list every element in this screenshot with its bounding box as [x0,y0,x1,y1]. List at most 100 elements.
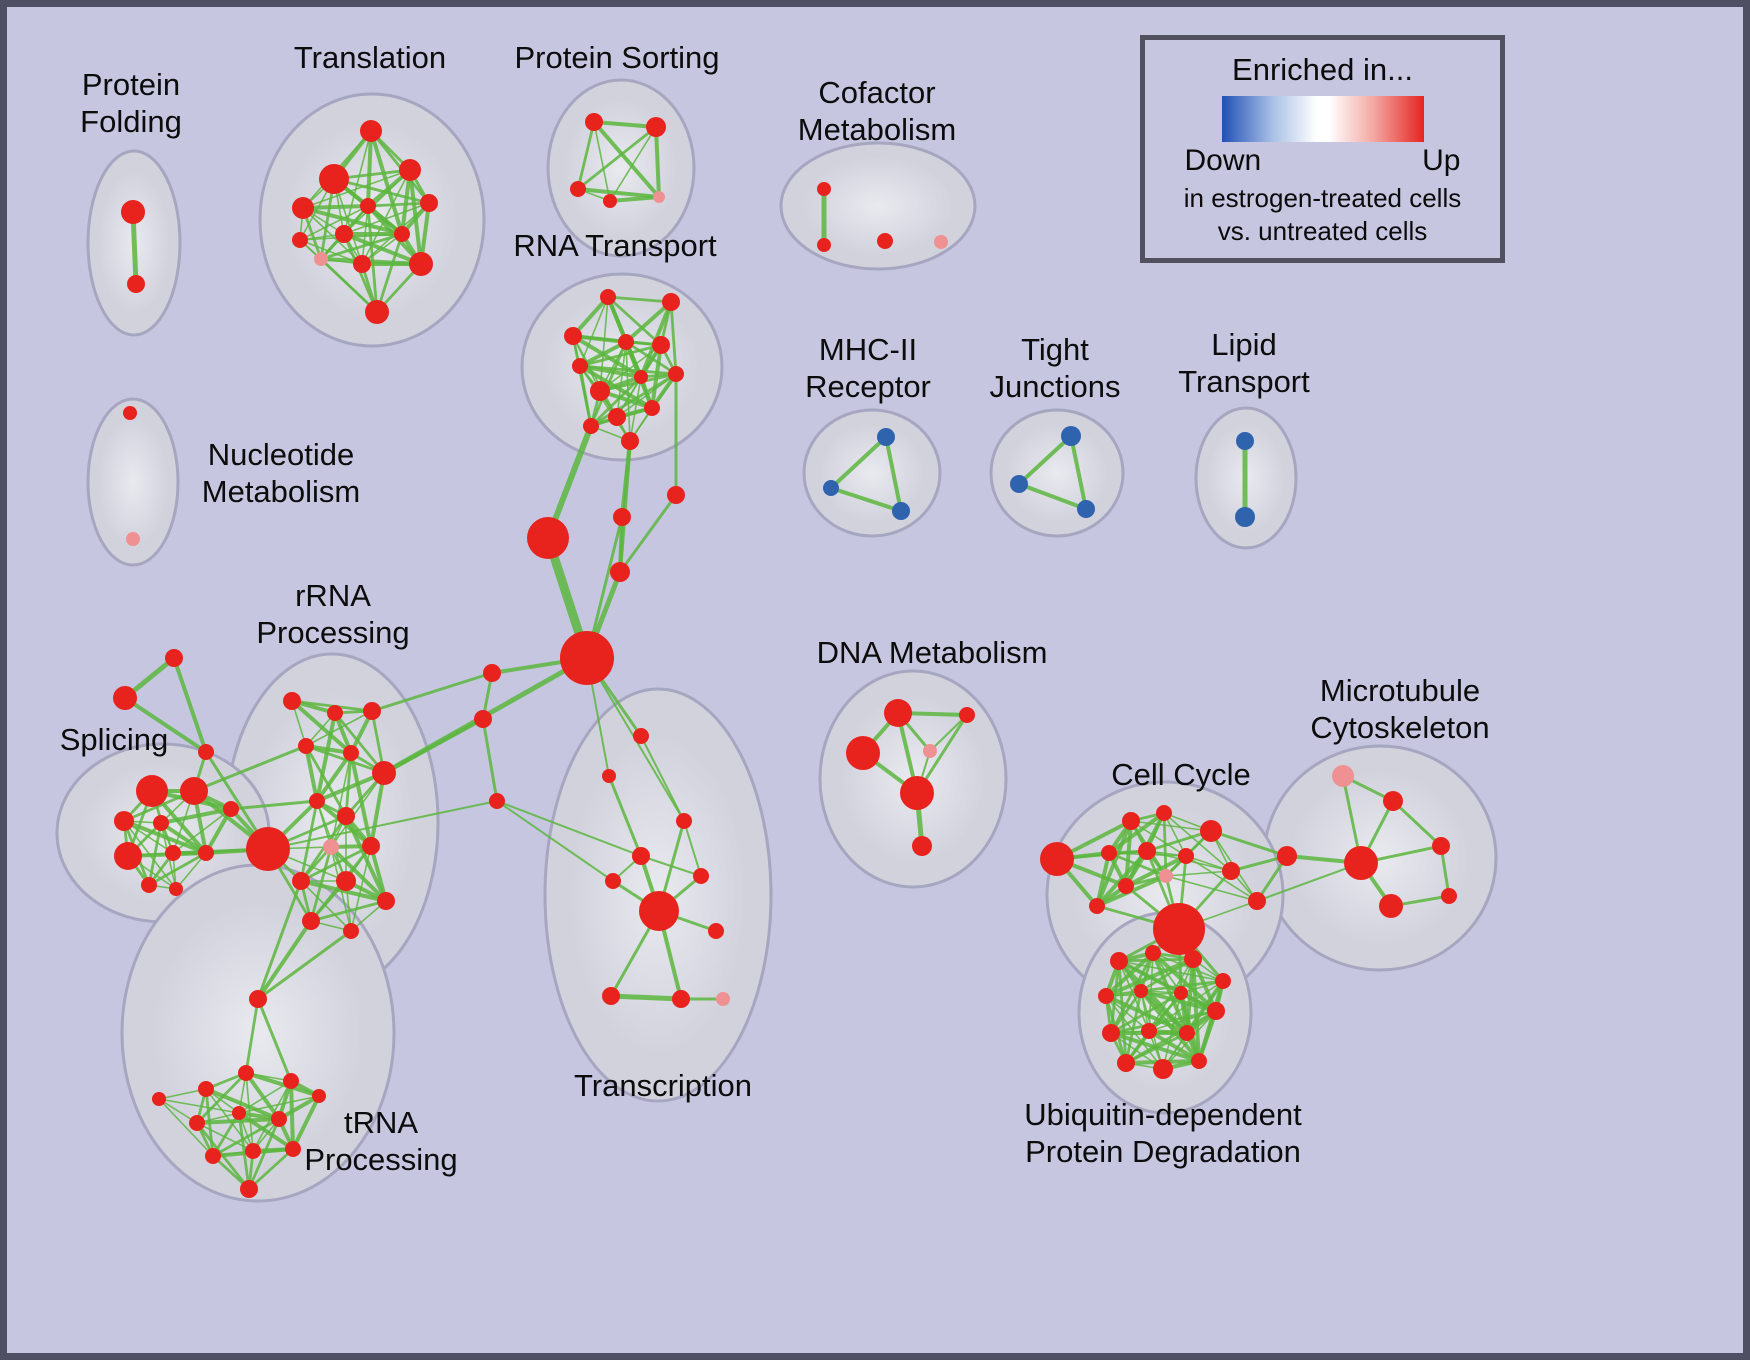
edge-tc3-tc7 [683,820,702,877]
node-rp11 [362,837,380,855]
node-t9 [314,252,328,266]
edge-u10-u14 [1147,1029,1201,1063]
node-t10 [353,255,371,273]
edge-tj1-tj3 [1069,434,1088,511]
edge-tr5-tr11 [291,1094,321,1151]
cluster-label-lipid-transport: Lipid [1211,327,1277,362]
node-u10 [1141,1023,1157,1039]
node-mc3 [1277,846,1297,866]
cluster-label-transcription: Transcription [574,1068,752,1103]
cluster-label-mhc2-receptor: MHC-II [819,332,917,367]
node-ps1 [585,113,603,131]
edge-ps1-ps3 [576,120,596,191]
edge-ps1-ps4 [593,121,611,202]
edge-tr9-tr13 [158,1098,214,1157]
edge-rp2-rp6 [333,711,386,775]
node-tc3 [676,813,692,829]
node-c4 [1200,820,1222,842]
node-s8 [198,845,214,861]
edge-rp10-rp14 [329,845,388,903]
node-rp12 [292,872,310,890]
edge-t6-t7 [343,202,430,235]
cluster-label-mhc2-receptor: Receptor [805,369,931,404]
edge-tr7-tr9 [211,1111,241,1158]
edge-tr1-rp16 [256,929,353,1001]
edge-c4-c6 [1145,829,1213,853]
legend-box: Enriched in... Down Up in estrogen-treat… [1140,35,1505,263]
edge-tj1-tj2 [1017,434,1073,486]
node-r11 [644,400,660,416]
edge-tr2-tr13 [158,1088,207,1100]
edge-tr2-tr8 [204,1087,281,1121]
node-s2 [180,777,208,805]
node-s6 [114,842,142,870]
cluster-ellipse-tight-junctions [989,408,1125,538]
edge-m1-m2 [829,435,888,490]
edge-rp6-rp11 [369,771,386,848]
node-rp9 [337,807,355,825]
edge-rp9-rp14 [344,814,388,903]
node-u2 [1145,945,1161,961]
node-mc1 [1332,765,1354,787]
cluster-label-rrna-processing: Processing [256,615,409,650]
node-mc7 [1441,888,1457,904]
node-u3 [1184,950,1202,968]
edge-u8-u10 [1148,1010,1217,1032]
node-cm3 [877,233,893,249]
edge-rp12-rp16 [300,880,352,932]
node-d6 [912,836,932,856]
node-tr2 [198,1081,214,1097]
node-tr6 [189,1115,205,1131]
edge-s5-s7 [172,808,232,854]
edge-s8-s9 [147,851,208,887]
node-s4 [153,815,169,831]
edge-t3-t10 [361,169,411,265]
node-tr5 [312,1089,326,1103]
node-r13 [621,432,639,450]
node-e8 [489,793,505,809]
node-cm1 [817,182,831,196]
edge-tr8-tr9 [211,1117,281,1158]
node-u5 [1098,988,1114,1004]
edge-tr7-tr12 [237,1111,251,1191]
node-d1 [884,699,912,727]
node-u6 [1134,984,1148,998]
node-r2 [600,289,616,305]
edge-tc9-tc10 [608,993,684,1002]
node-r12 [583,418,599,434]
node-ps3 [570,181,586,197]
edge-e3-e4 [618,493,678,574]
node-rp5 [343,745,359,761]
cluster-label-lipid-transport: Transport [1178,364,1310,399]
node-u13 [1153,1059,1173,1079]
node-r9 [668,366,684,382]
edge-c5-c11 [1095,851,1111,908]
edge-c3-c5 [1107,811,1166,855]
node-mc6 [1379,894,1403,918]
cluster-label-microtubule-cytoskeleton: Microtubule [1320,673,1480,708]
edge-mc2-mc5 [1391,799,1443,848]
edge-r2-r6 [606,295,663,347]
node-c12 [1153,903,1205,955]
node-u7 [1174,986,1188,1000]
node-tc11 [716,992,730,1006]
edge-tr5-tr7 [238,1095,320,1114]
edge-tr1-rp12 [256,879,303,1001]
edge-rp11-rp12 [299,844,373,883]
node-e4 [610,562,630,582]
node-rp7 [246,827,290,871]
edge-rp5-rp8 [315,751,353,803]
node-r10 [608,408,626,426]
edge-c9-c10 [1165,870,1232,877]
legend-caption: in estrogen-treated cells vs. untreated … [1184,182,1461,247]
cluster-label-tight-junctions: Tight [1021,332,1089,367]
node-tc9 [602,987,620,1005]
node-t11 [409,252,433,276]
cluster-label-dna-metabolism: DNA Metabolism [817,635,1048,670]
node-rp15 [302,912,320,930]
edge-t1-t5 [366,129,373,208]
edge-s2-rp4 [192,744,308,793]
node-t2 [319,164,349,194]
node-pf1 [121,200,145,224]
